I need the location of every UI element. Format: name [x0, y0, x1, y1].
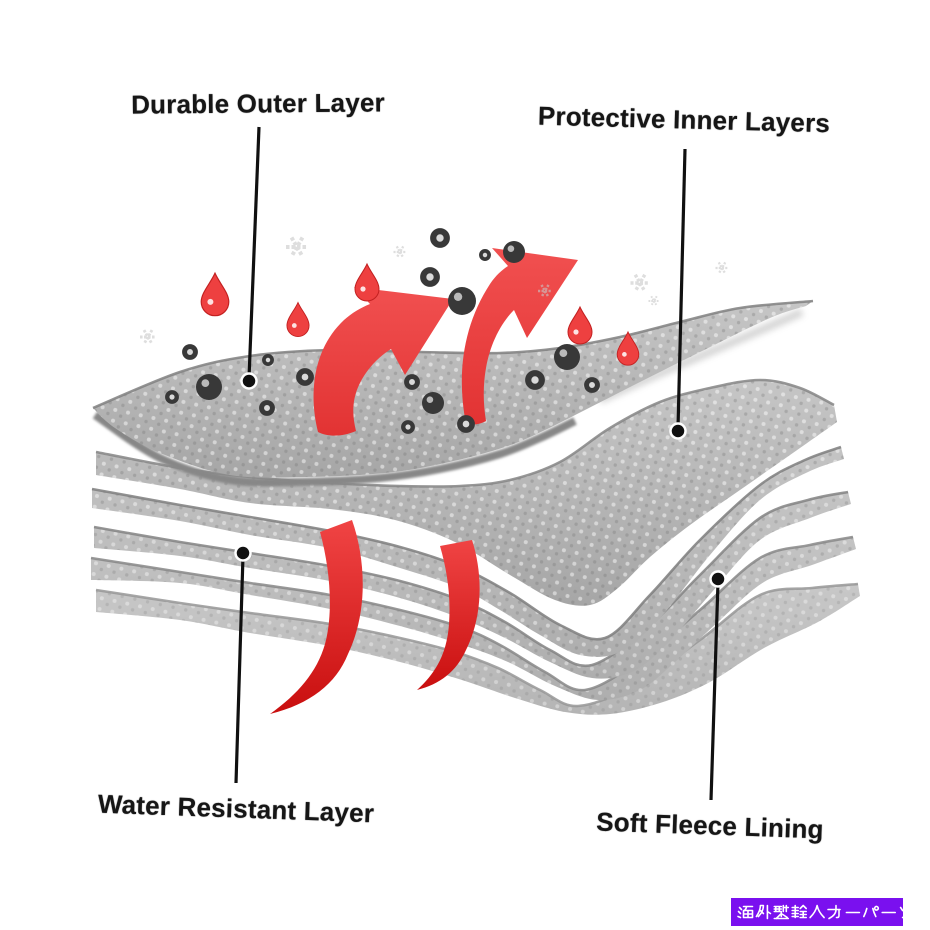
dirt-particle [584, 377, 600, 393]
dirt-particle [420, 267, 440, 287]
dirt-particle [404, 374, 420, 390]
dirt-particle [554, 344, 580, 370]
leader-dot-fleece [709, 570, 727, 588]
snowflake-icon [715, 261, 729, 275]
snowflake-icon [648, 295, 660, 307]
sheet-3 [91, 445, 844, 657]
dirt-particle [196, 374, 222, 400]
badge-char [737, 905, 754, 919]
rain-droplets [200, 262, 640, 366]
badge-char [899, 906, 903, 919]
leader-dot-protective [669, 422, 687, 440]
dirt-particle [296, 368, 314, 386]
dirt-particle [422, 392, 444, 414]
water-droplet [616, 330, 640, 366]
badge-char [827, 904, 841, 920]
top-sheet-rolled-edge [92, 411, 577, 487]
label-durable-outer-layer: Durable Outer Layer [130, 87, 386, 120]
snowflake-icon [140, 329, 156, 345]
dirt-particle [165, 390, 179, 404]
badge-char [791, 904, 808, 919]
water-runoff-hooks [270, 520, 480, 714]
snowflake-icon [538, 284, 552, 298]
import-parts-badge: 海外製輸入カーパーツ [731, 898, 903, 926]
snowflake-icon [630, 273, 650, 293]
badge-char [809, 904, 825, 919]
dirt-particle [182, 344, 198, 360]
dirt-particle [259, 400, 275, 416]
leader-lines [234, 126, 727, 801]
dirt-particle [525, 370, 545, 390]
snowflake-icon [286, 236, 308, 258]
water-droplet [200, 271, 230, 317]
sheet-bottom-fleece [95, 582, 860, 715]
snowflakes [140, 236, 729, 345]
leader-line-fleece [709, 581, 720, 801]
badge-glyph-art [737, 904, 903, 920]
dirt-particle [401, 420, 415, 434]
water-droplet [354, 262, 380, 302]
water-droplet [286, 301, 310, 337]
badge-char [773, 904, 790, 920]
dirt-particles [165, 228, 600, 434]
water-droplet [567, 305, 593, 345]
dirt-particle [448, 287, 476, 315]
dirt-particle [479, 249, 491, 261]
dirt-particle [503, 241, 525, 263]
badge-char [863, 905, 880, 918]
badge-char [755, 904, 772, 920]
snowflake-icon [393, 245, 407, 259]
dirt-particle [457, 415, 475, 433]
leader-line-protective [676, 148, 687, 429]
leader-line-durable [247, 126, 261, 379]
leader-dot-water [234, 544, 252, 562]
dirt-particle [262, 354, 274, 366]
sheet-5 [90, 535, 856, 701]
leader-line-water [234, 555, 245, 784]
leader-dot-durable [240, 372, 258, 390]
dirt-particle [430, 228, 450, 248]
